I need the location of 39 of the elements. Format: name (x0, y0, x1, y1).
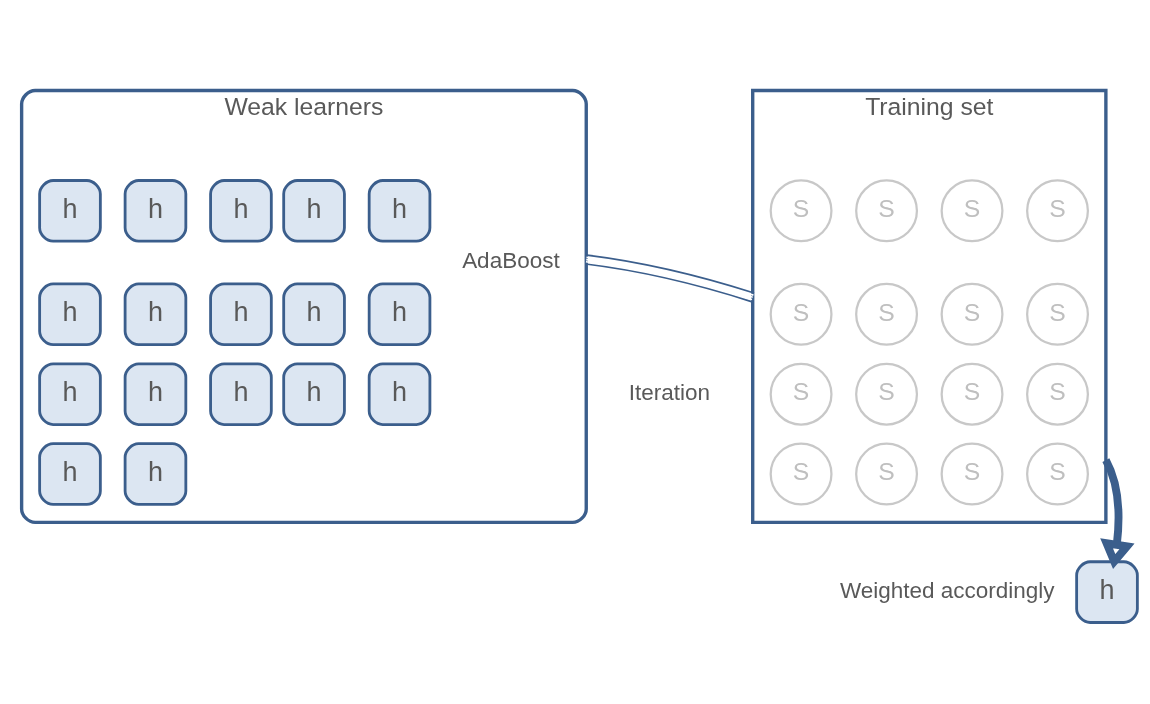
node-box: h (282, 179, 346, 243)
node-box: h (123, 362, 188, 426)
node-box: h (367, 179, 432, 243)
node-box: h (209, 179, 273, 243)
node-box: h (1075, 560, 1139, 624)
node-box: h (209, 282, 273, 347)
node-box: h (123, 442, 188, 506)
edge-label: AdaBoost (462, 248, 560, 274)
node-circle: S (855, 442, 919, 506)
node-box: h (209, 362, 273, 426)
node-circle: S (940, 442, 1004, 506)
node-box: h (367, 282, 432, 347)
node-circle: S (769, 362, 833, 426)
node-circle: S (769, 282, 833, 346)
connector (584, 254, 755, 303)
node-label: Weighted accordingly (840, 577, 1055, 603)
node-circle: S (769, 179, 833, 243)
node-box: h (123, 179, 188, 243)
node-circle: S (1026, 442, 1089, 506)
node-box: h (282, 362, 346, 426)
node-circle: S (855, 362, 919, 426)
node-circle: S (940, 282, 1004, 346)
label: Iteration (628, 379, 711, 405)
node-circle: S (940, 362, 1004, 426)
node-circle: S (1026, 179, 1089, 243)
node-box: h (123, 282, 188, 347)
node-circle: S (769, 442, 833, 506)
node-box: h (367, 362, 432, 426)
node-box: h (38, 362, 102, 426)
node-box: h (282, 282, 346, 347)
node-circle: S (1026, 362, 1089, 426)
node-box: h (38, 282, 102, 347)
node-box: h (38, 179, 102, 243)
node-circle: S (855, 282, 919, 346)
node-circle: S (855, 179, 919, 243)
node-circle: S (940, 179, 1004, 243)
node-circle: S (1026, 282, 1089, 346)
node-box: h (38, 442, 102, 506)
arrow (1100, 458, 1135, 569)
